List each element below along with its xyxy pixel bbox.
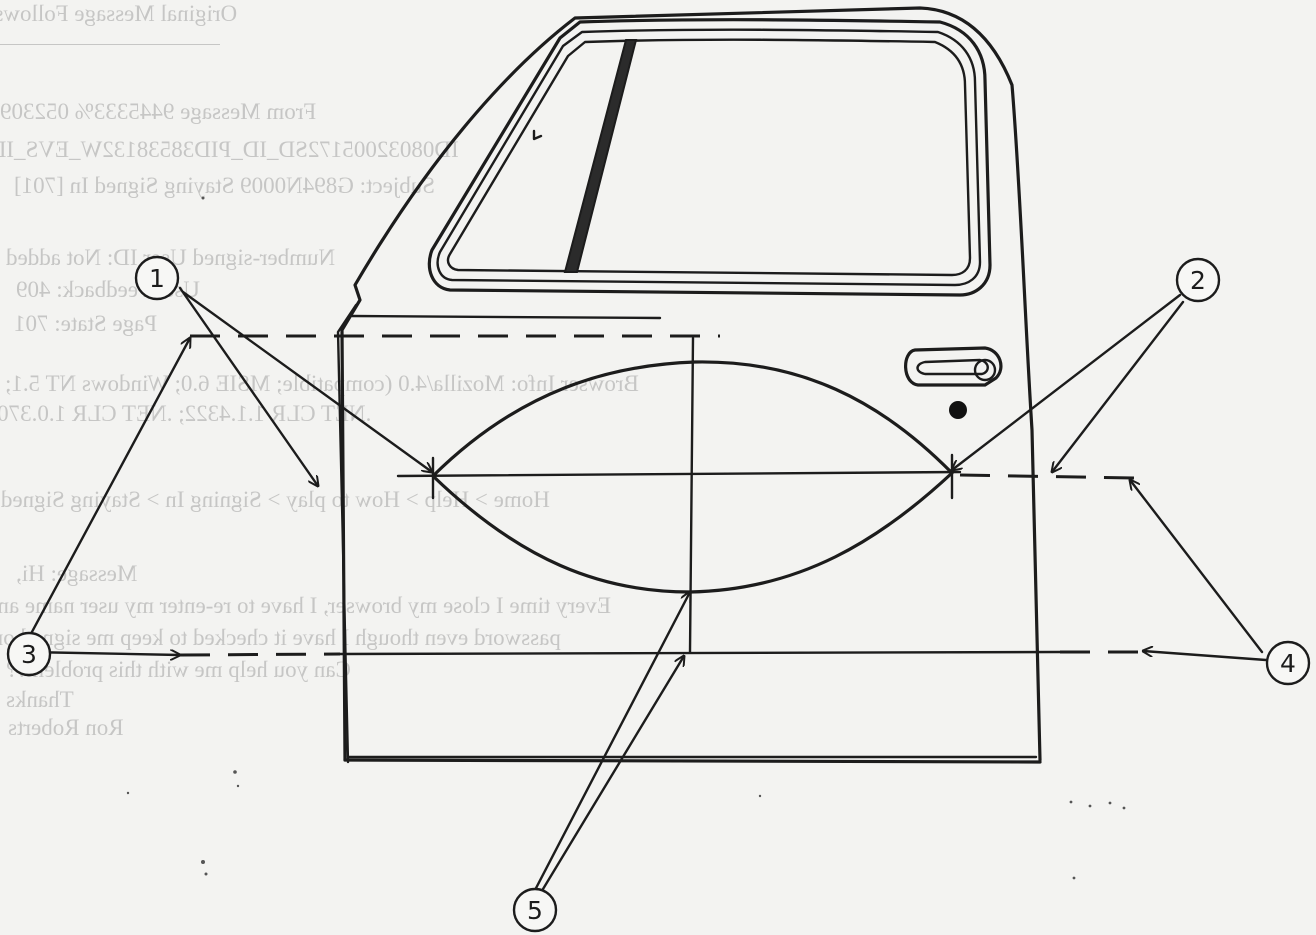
callout-2: 2 (1175, 257, 1221, 303)
window-frame (427, 18, 992, 297)
callout-4: 4 (1265, 640, 1311, 686)
svg-text:2: 2 (1190, 266, 1206, 295)
construction-lines (179, 334, 1140, 657)
paper-specks (126, 196, 1126, 880)
door-outline (336, 6, 1042, 764)
door-handle (904, 346, 1003, 419)
svg-text:5: 5 (527, 896, 543, 925)
window-division-bar (532, 39, 638, 273)
svg-text:3: 3 (21, 640, 37, 669)
svg-text:4: 4 (1280, 649, 1296, 678)
callout-1: 1 (134, 255, 180, 301)
callout-3: 3 (6, 631, 52, 677)
callout-5: 5 (512, 887, 558, 933)
svg-text:1: 1 (149, 264, 165, 293)
leader-arrows (24, 286, 1268, 896)
